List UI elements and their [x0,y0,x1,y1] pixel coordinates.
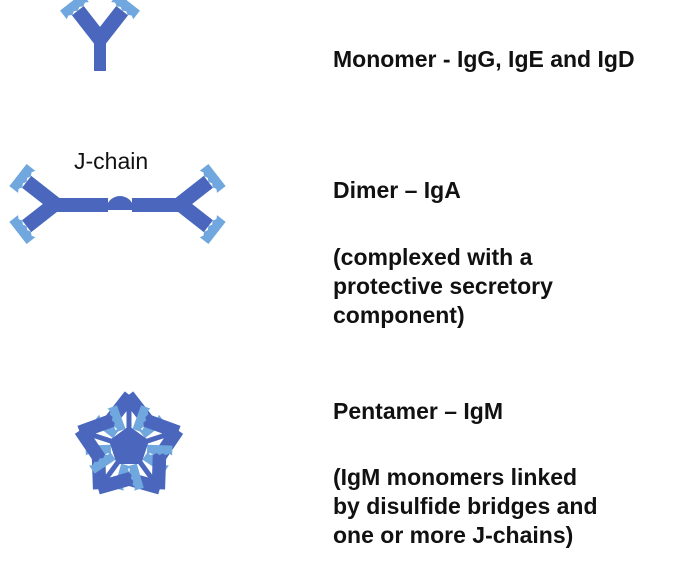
light-chain-tip [127,463,144,491]
arm-right [173,196,226,244]
arm-right [92,0,140,46]
light-chain-tip [60,0,89,20]
arm-right [146,444,173,490]
light-chain-tip [9,215,36,244]
light-chain-tip [111,0,140,20]
dimer-antibody-left [9,164,62,244]
dimer-stem-left [55,198,108,212]
j-chain-label: J-chain [74,148,149,174]
heavy-chain-arm [74,426,106,463]
light-chain-tip [9,164,36,193]
monomer-antibody-diagram [60,0,140,71]
pentamer-label: Pentamer – IgM [333,398,503,424]
pentamer-description: (IgM monomers linked by disulfide bridge… [333,464,598,548]
j-chain-pentagon [109,426,149,464]
arm-right [74,426,116,474]
dimer-antibody-diagram [9,164,226,244]
dimer-label: Dimer – IgA [333,177,461,203]
pentamer-antibody-diagram [74,391,184,495]
light-chain-tip [199,164,226,193]
dimer-antibody-right [173,164,226,244]
heavy-chain-arm [143,414,181,439]
pentamer-antibody-5 [74,405,126,474]
heavy-chain-arm [22,175,62,212]
heavy-chain-arm [151,454,167,490]
dimer-description: (complexed with a protective secretory c… [333,244,553,328]
light-chain-tip [89,451,116,474]
heavy-chain-arm [92,6,129,46]
heavy-chain-arm [173,196,213,233]
arm-right [132,405,181,439]
arm-right [96,463,144,495]
light-chain-tip [199,215,226,244]
light-chain-tip [146,444,173,456]
arm-right [9,164,62,212]
j-chain-arc [106,196,134,210]
heavy-chain-arm [103,391,136,427]
dimer-stem-right [132,198,180,212]
monomer-antibody [60,0,140,71]
light-chain-tip [107,405,126,433]
light-chain-tip [132,405,151,433]
heavy-chain-arm [96,472,133,495]
heavy-chain-stem [94,35,106,71]
monomer-label: Monomer - IgG, IgE and IgD [333,46,635,72]
